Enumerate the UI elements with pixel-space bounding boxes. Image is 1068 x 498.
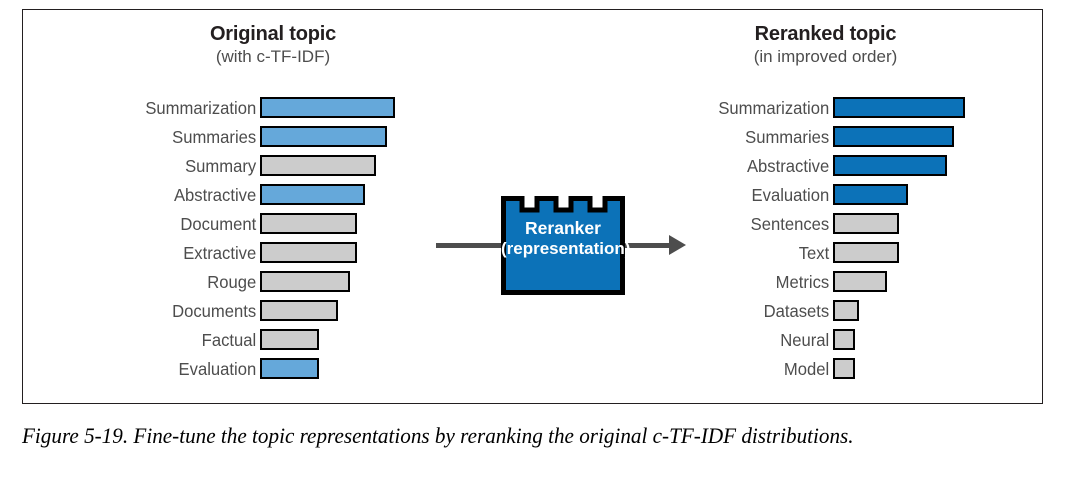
bar-track	[260, 181, 433, 210]
bar-track	[833, 152, 988, 181]
bar-track	[833, 326, 988, 355]
bar-track	[260, 268, 433, 297]
bar-track	[833, 123, 988, 152]
arrow-line-out-icon	[621, 243, 673, 248]
figure-caption: Figure 5-19. Fine-tune the topic represe…	[22, 423, 854, 448]
bar-label: Text	[798, 242, 830, 263]
bar-label: Summaries	[172, 126, 257, 147]
bar-track	[833, 355, 988, 384]
bar-row: Summarization	[663, 94, 988, 123]
bar-track	[260, 123, 433, 152]
bar-row: Datasets	[663, 297, 988, 326]
bar-track	[260, 239, 433, 268]
reranked-topic-subtitle: (in improved order)	[753, 47, 898, 66]
bar	[833, 300, 860, 321]
arrow-head-icon	[669, 235, 686, 255]
reranked-topic-panel: Reranked topic (in improved order) Summa…	[663, 10, 988, 403]
bar-label: Evaluation	[178, 358, 257, 379]
bar-label: Sentences	[750, 213, 830, 234]
bar-row: Summarization	[113, 94, 433, 123]
bar-track	[260, 152, 433, 181]
bar-row: Summary	[113, 152, 433, 181]
bar	[260, 213, 358, 234]
bar-row: Neural	[663, 326, 988, 355]
bar-label: Summarization	[718, 97, 830, 118]
arrow-line-in-icon	[436, 243, 508, 248]
reranker-block: Reranker (representation)	[433, 196, 695, 296]
bar-label: Abstractive	[746, 155, 830, 176]
bar-row: Text	[663, 239, 988, 268]
bar-label: Abstractive	[173, 184, 257, 205]
bar	[260, 300, 339, 321]
bar	[260, 97, 395, 118]
bar-label: Rouge	[207, 271, 257, 292]
bar-row: Metrics	[663, 268, 988, 297]
bar-track	[833, 268, 988, 297]
reranker-module-icon	[501, 196, 625, 295]
bar-label: Neural	[780, 329, 830, 350]
bar-row: Model	[663, 355, 988, 384]
original-topic-subtitle: (with c-TF-IDF)	[215, 47, 331, 66]
bar-label: Metrics	[775, 271, 830, 292]
bar-track	[260, 210, 433, 239]
bar	[260, 358, 320, 379]
bar-label: Summaries	[745, 126, 830, 147]
bar-track	[833, 239, 988, 268]
bar	[833, 329, 856, 350]
bar	[260, 126, 387, 147]
original-topic-title: Original topic	[209, 23, 337, 45]
bar-row: Rouge	[113, 268, 433, 297]
bar-row: Extractive	[113, 239, 433, 268]
bar-row: Abstractive	[663, 152, 988, 181]
bar-track	[833, 210, 988, 239]
reranked-topic-title: Reranked topic	[754, 23, 897, 45]
bar-label: Documents	[172, 300, 257, 321]
bar-label: Document	[180, 213, 257, 234]
original-topic-panel: Original topic (with c-TF-IDF) Summariza…	[113, 10, 433, 403]
bar-row: Sentences	[663, 210, 988, 239]
bar	[833, 271, 888, 292]
bar-track	[260, 326, 433, 355]
bar	[833, 358, 856, 379]
bar-track	[833, 181, 988, 210]
bar	[833, 126, 955, 147]
bar-row: Summaries	[113, 123, 433, 152]
bar-label: Summarization	[145, 97, 257, 118]
bar-track	[260, 94, 433, 123]
bar-row: Document	[113, 210, 433, 239]
bar-label: Factual	[201, 329, 257, 350]
bar-row: Factual	[113, 326, 433, 355]
bar-row: Documents	[113, 297, 433, 326]
bar-label: Datasets	[763, 300, 830, 321]
bar-row: Evaluation	[113, 355, 433, 384]
bar-label: Model	[783, 358, 830, 379]
bar	[833, 242, 899, 263]
bar-track	[260, 297, 433, 326]
bar	[260, 242, 358, 263]
bar-label: Summary	[185, 155, 257, 176]
bar	[260, 329, 320, 350]
bar-track	[833, 94, 988, 123]
bar	[260, 155, 377, 176]
bar-row: Abstractive	[113, 181, 433, 210]
bar-track	[260, 355, 433, 384]
bar	[833, 97, 965, 118]
bar	[833, 155, 947, 176]
bar	[260, 271, 351, 292]
bar-label: Extractive	[183, 242, 257, 263]
figure-frame: Original topic (with c-TF-IDF) Summariza…	[22, 9, 1043, 404]
bar-row: Summaries	[663, 123, 988, 152]
bar-row: Evaluation	[663, 181, 988, 210]
bar-label: Evaluation	[751, 184, 830, 205]
bar	[833, 213, 899, 234]
bar	[260, 184, 366, 205]
bar-track	[833, 297, 988, 326]
bar	[833, 184, 909, 205]
